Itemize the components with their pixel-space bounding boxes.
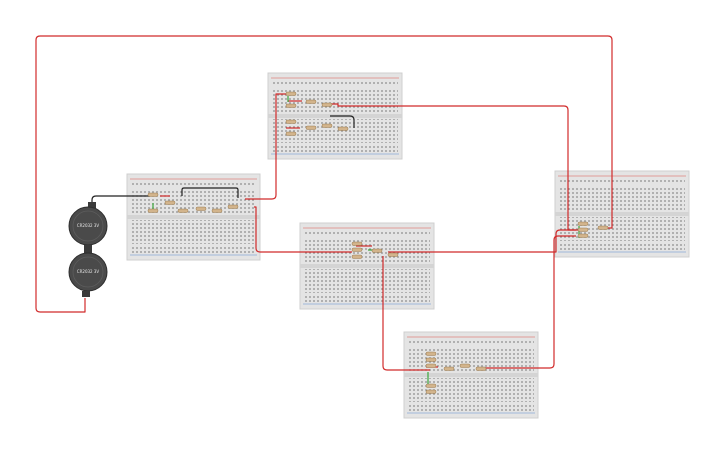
resistors[interactable] <box>147 91 609 394</box>
resistor-icon[interactable] <box>425 389 437 394</box>
resistor-icon[interactable] <box>577 227 589 232</box>
resistor-icon[interactable] <box>459 363 471 368</box>
resistor-icon[interactable] <box>577 233 589 238</box>
resistor-icon[interactable] <box>285 103 297 108</box>
battery-2[interactable]: CR2032 3V <box>68 249 108 297</box>
resistor-icon[interactable] <box>147 208 159 213</box>
resistor-icon[interactable] <box>475 366 487 371</box>
resistor-icon[interactable] <box>305 99 317 104</box>
breadboard-5[interactable] <box>403 331 539 419</box>
resistor-icon[interactable] <box>227 204 239 209</box>
resistor-icon[interactable] <box>443 366 455 371</box>
resistor-icon[interactable] <box>371 248 383 253</box>
resistor-icon[interactable] <box>351 247 363 252</box>
battery-1[interactable]: CR2032 3V <box>68 202 108 250</box>
resistor-icon[interactable] <box>321 123 333 128</box>
resistor-icon[interactable] <box>195 206 207 211</box>
resistor-icon[interactable] <box>337 126 349 131</box>
resistor-icon[interactable] <box>351 241 363 246</box>
resistor-icon[interactable] <box>425 351 437 356</box>
coin-cell-battery-icon <box>68 202 108 250</box>
breadboard-4[interactable] <box>554 170 690 258</box>
breadboard-1[interactable] <box>126 173 261 261</box>
resistor-icon[interactable] <box>425 363 437 368</box>
resistor-icon[interactable] <box>425 357 437 362</box>
resistor-icon[interactable] <box>597 225 609 230</box>
resistor-icon[interactable] <box>285 131 297 136</box>
breadboard-3[interactable] <box>299 222 435 310</box>
wires-black[interactable] <box>91 115 355 208</box>
coin-cell-battery-icon <box>68 249 108 297</box>
resistor-icon[interactable] <box>351 254 363 259</box>
resistor-icon[interactable] <box>285 119 297 124</box>
resistor-icon[interactable] <box>177 208 189 213</box>
resistor-icon[interactable] <box>577 221 589 226</box>
resistor-icon[interactable] <box>321 102 333 107</box>
resistor-icon[interactable] <box>285 91 297 96</box>
resistor-icon[interactable] <box>164 200 176 205</box>
resistor-icon[interactable] <box>211 208 223 213</box>
battery-label: CR2032 3V <box>77 223 100 228</box>
wires-red[interactable] <box>35 35 613 371</box>
resistor-icon[interactable] <box>305 125 317 130</box>
battery-label: CR2032 3V <box>77 269 100 274</box>
resistor-icon[interactable] <box>425 383 437 388</box>
resistor-icon[interactable] <box>387 252 399 257</box>
resistor-icon[interactable] <box>147 192 159 197</box>
